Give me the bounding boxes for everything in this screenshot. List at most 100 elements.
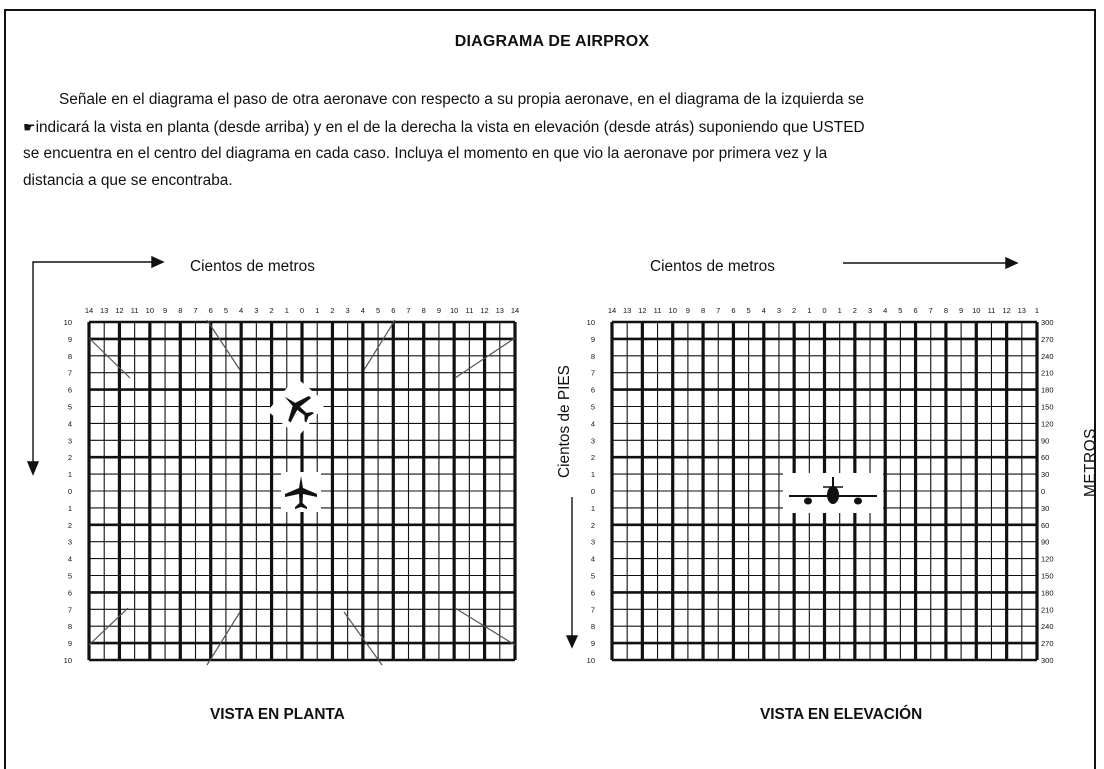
tick-label: 3: [68, 436, 72, 445]
right-top-arrow-head: [1005, 256, 1019, 270]
tick-label: 210: [1041, 369, 1054, 378]
tick-label: 10: [587, 656, 595, 665]
tick-label: 0: [68, 487, 72, 496]
tick-label: 1: [591, 504, 595, 513]
tick-label: 7: [929, 306, 933, 315]
sector-mark: [206, 611, 241, 666]
page-frame: [4, 9, 1096, 769]
tick-label: 5: [747, 306, 751, 315]
left-arrow-down-head: [26, 461, 40, 476]
tick-label: 4: [68, 555, 72, 564]
tick-label: 2: [269, 306, 273, 315]
instructions-line-2-text: indicará la vista en planta (desde arrib…: [35, 118, 865, 136]
tick-label: 1: [285, 306, 289, 315]
tick-label: 270: [1041, 335, 1054, 344]
tick-label: 6: [209, 306, 213, 315]
tick-label: 7: [68, 605, 72, 614]
tick-label: 2: [591, 453, 595, 462]
tick-label: 8: [422, 306, 426, 315]
tick-label: 270: [1041, 639, 1054, 648]
instructions-line-3: se encuentra en el centro del diagrama e…: [23, 145, 828, 162]
tick-label: 60: [1041, 521, 1049, 530]
tick-label: 2: [853, 306, 857, 315]
tick-label: 2: [68, 521, 72, 530]
tick-label: 13: [623, 306, 631, 315]
tick-label: 12: [115, 306, 123, 315]
tick-label: 5: [591, 572, 595, 581]
tick-label: 12: [638, 306, 646, 315]
tick-label: 6: [731, 306, 735, 315]
tick-label: 4: [883, 306, 887, 315]
tick-label: 30: [1041, 470, 1049, 479]
tick-label: 7: [591, 369, 595, 378]
sector-mark: [206, 319, 241, 371]
tick-label: 240: [1041, 622, 1054, 631]
tick-label: 6: [391, 306, 395, 315]
tick-label: 6: [913, 306, 917, 315]
tick-label: 12: [480, 306, 488, 315]
tick-label: 3: [346, 306, 350, 315]
tick-label: 2: [68, 453, 72, 462]
tick-label: 5: [68, 572, 72, 581]
tick-label: 11: [654, 306, 662, 315]
tick-label: 2: [330, 306, 334, 315]
tick-label: 0: [1041, 487, 1045, 496]
tick-label: 8: [68, 352, 72, 361]
own-aircraft-rear-view-icon: [783, 473, 883, 513]
tick-label: 4: [239, 306, 243, 315]
tick-label: 3: [591, 436, 595, 445]
sector-mark: [454, 337, 516, 379]
tick-label: 0: [822, 306, 826, 315]
tick-label: 8: [178, 306, 182, 315]
tick-label: 14: [608, 306, 616, 315]
sector-mark: [88, 337, 131, 379]
instructions-line-4: distancia a que se encontraba.: [23, 171, 233, 189]
tick-label: 1: [68, 470, 72, 479]
tick-label: 11: [465, 306, 473, 315]
tick-label: 6: [68, 386, 72, 395]
tick-label: 4: [591, 419, 595, 428]
tick-label: 5: [224, 306, 228, 315]
tick-label: 10: [64, 318, 72, 327]
tick-label: 6: [68, 588, 72, 597]
tick-label: 10: [972, 306, 980, 315]
tick-label: 300: [1041, 318, 1054, 327]
tick-label: 1: [315, 306, 319, 315]
sector-mark: [454, 607, 516, 646]
pointing-hand-icon: ☛: [23, 118, 36, 135]
tick-label: 10: [450, 306, 458, 315]
tick-label: 1: [1035, 306, 1039, 315]
tick-label: 9: [591, 335, 595, 344]
tick-label: 0: [591, 487, 595, 496]
tick-label: 6: [591, 588, 595, 597]
instructions-line-1: Señale en el diagrama el paso de otra ae…: [59, 91, 865, 108]
tick-label: 9: [68, 639, 72, 648]
tick-label: 12: [1002, 306, 1010, 315]
tick-label: 10: [146, 306, 154, 315]
tick-label: 5: [68, 403, 72, 412]
tick-label: 3: [254, 306, 258, 315]
tick-label: 150: [1041, 572, 1054, 581]
tick-label: 9: [591, 639, 595, 648]
page-title: DIAGRAMA DE AIRPROX: [454, 33, 650, 50]
tick-label: 6: [591, 386, 595, 395]
tick-label: 7: [193, 306, 197, 315]
tick-label: 3: [777, 306, 781, 315]
tick-label: 1: [838, 306, 842, 315]
tick-label: 3: [868, 306, 872, 315]
tick-label: 13: [100, 306, 108, 315]
right-top-axis-label: Cientos de metros: [650, 258, 775, 275]
tick-label: 10: [587, 318, 595, 327]
tick-label: 10: [64, 656, 72, 665]
tick-label: 180: [1041, 386, 1054, 395]
tick-label: 4: [591, 555, 595, 564]
tick-label: 9: [959, 306, 963, 315]
tick-label: 5: [591, 403, 595, 412]
tick-label: 4: [762, 306, 766, 315]
left-bottom-label: VISTA EN PLANTA: [210, 706, 345, 723]
sector-mark: [88, 607, 129, 646]
tick-label: 2: [792, 306, 796, 315]
tick-label: 3: [68, 538, 72, 547]
tick-label: 14: [85, 306, 93, 315]
